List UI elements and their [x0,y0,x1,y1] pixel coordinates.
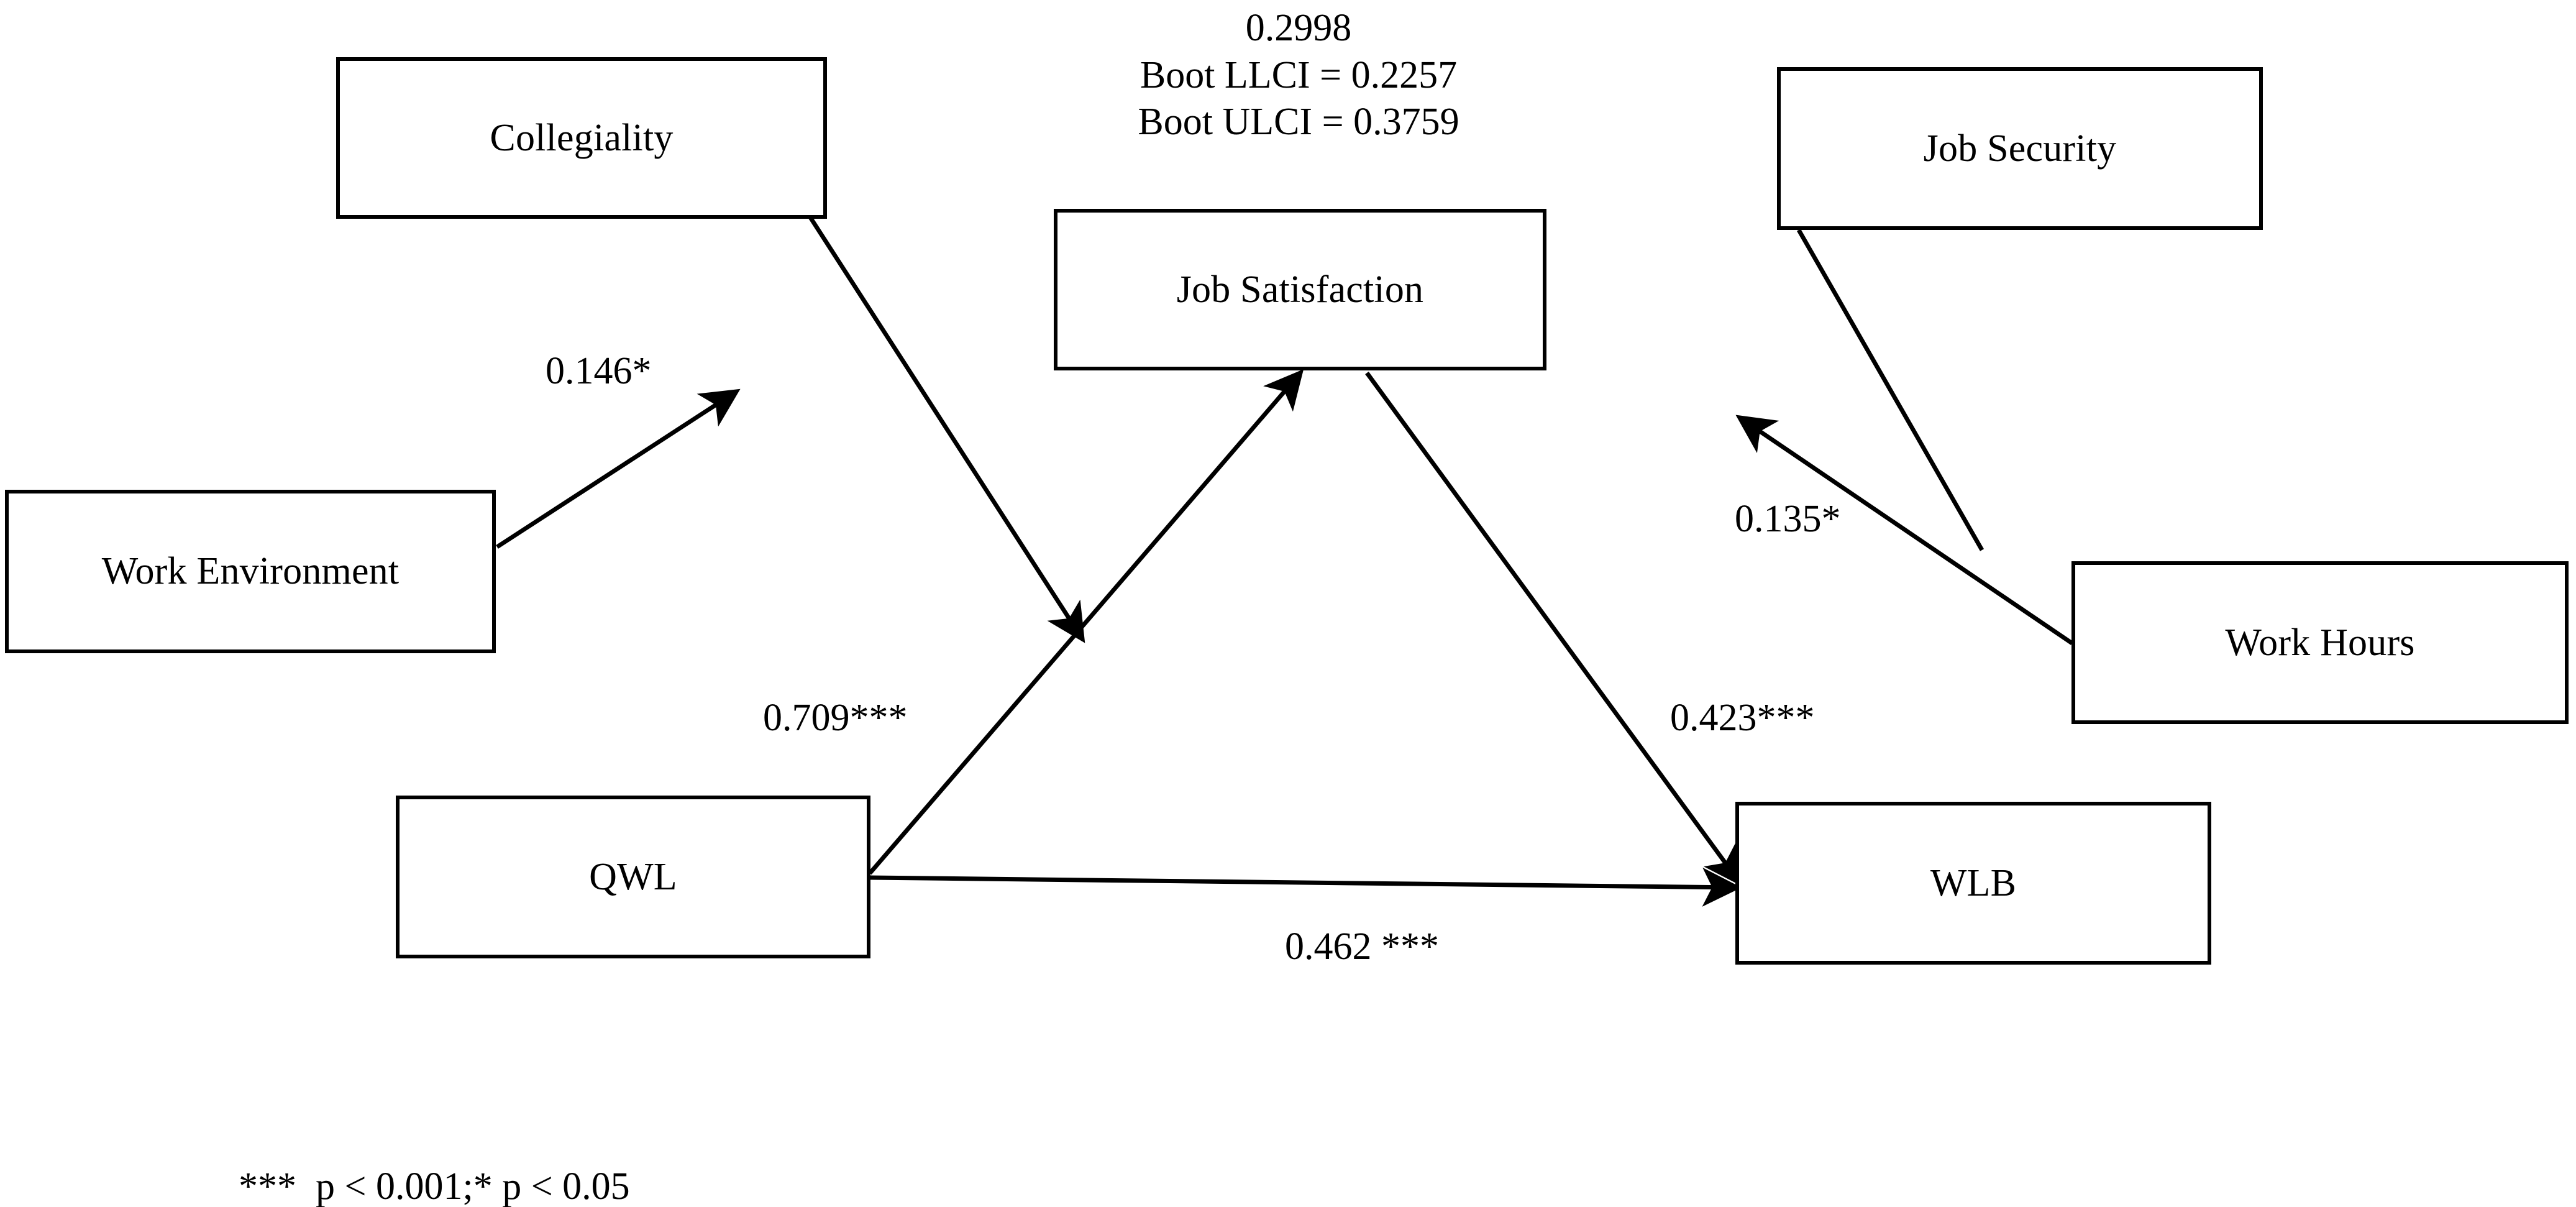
node-collegiality[interactable]: Collegiality [336,57,827,219]
node-wlb-label: WLB [1930,861,2017,904]
node-collegiality-label: Collegiality [490,116,674,159]
node-job-satisfaction-label: Job Satisfaction [1176,268,1424,311]
node-job-security[interactable]: Job Security [1777,67,2263,230]
node-qwl-label: QWL [589,855,677,898]
edge-collegiality-to-junction [808,215,1085,643]
node-work-environment[interactable]: Work Environment [5,490,496,653]
significance-footnote: *** p < 0.001;* p < 0.05 [200,1118,630,1207]
path-label-value: 0.135* [1735,498,1841,540]
indirect-effect-estimate: 0.2998 [1245,7,1352,49]
path-label-qwl-to-wlb: 0.462 *** [1285,925,1439,969]
path-label-value: 0.462 *** [1285,925,1439,968]
node-job-satisfaction[interactable]: Job Satisfaction [1054,209,1546,370]
path-label-value: 0.423*** [1670,697,1815,739]
significance-footnote-text: *** p < 0.001;* p < 0.05 [239,1165,630,1207]
node-work-hours-label: Work Hours [2225,621,2415,664]
node-work-environment-label: Work Environment [101,550,400,593]
indirect-effect-stats: 0.2998 Boot LLCI = 0.2257 Boot ULCI = 0.… [1019,5,1578,146]
node-qwl[interactable]: QWL [396,796,870,958]
indirect-effect-boot-llci: Boot LLCI = 0.2257 [1140,53,1458,96]
edge-qwl-to-job-satisfaction [868,369,1304,875]
path-label-value: 0.146* [546,350,652,392]
edge-work-environment-to-collegiality [496,388,741,549]
path-label-job-satisfaction-to-wlb: 0.423*** [1670,696,1815,740]
path-label-value: 0.709*** [763,697,908,739]
node-work-hours[interactable]: Work Hours [2071,561,2569,724]
edge-qwl-to-wlb [869,867,1742,907]
node-job-security-label: Job Security [1923,127,2117,170]
path-label-qwl-to-job-satisfaction: 0.709*** [763,696,908,740]
path-label-work-environment-to-collegiality: 0.146* [546,349,652,393]
indirect-effect-boot-ulci: Boot ULCI = 0.3759 [1138,101,1459,144]
node-wlb[interactable]: WLB [1735,802,2211,965]
path-label-work-hours-to-job-security: 0.135* [1735,497,1841,541]
edge-job-satisfaction-to-wlb [1365,371,1743,887]
